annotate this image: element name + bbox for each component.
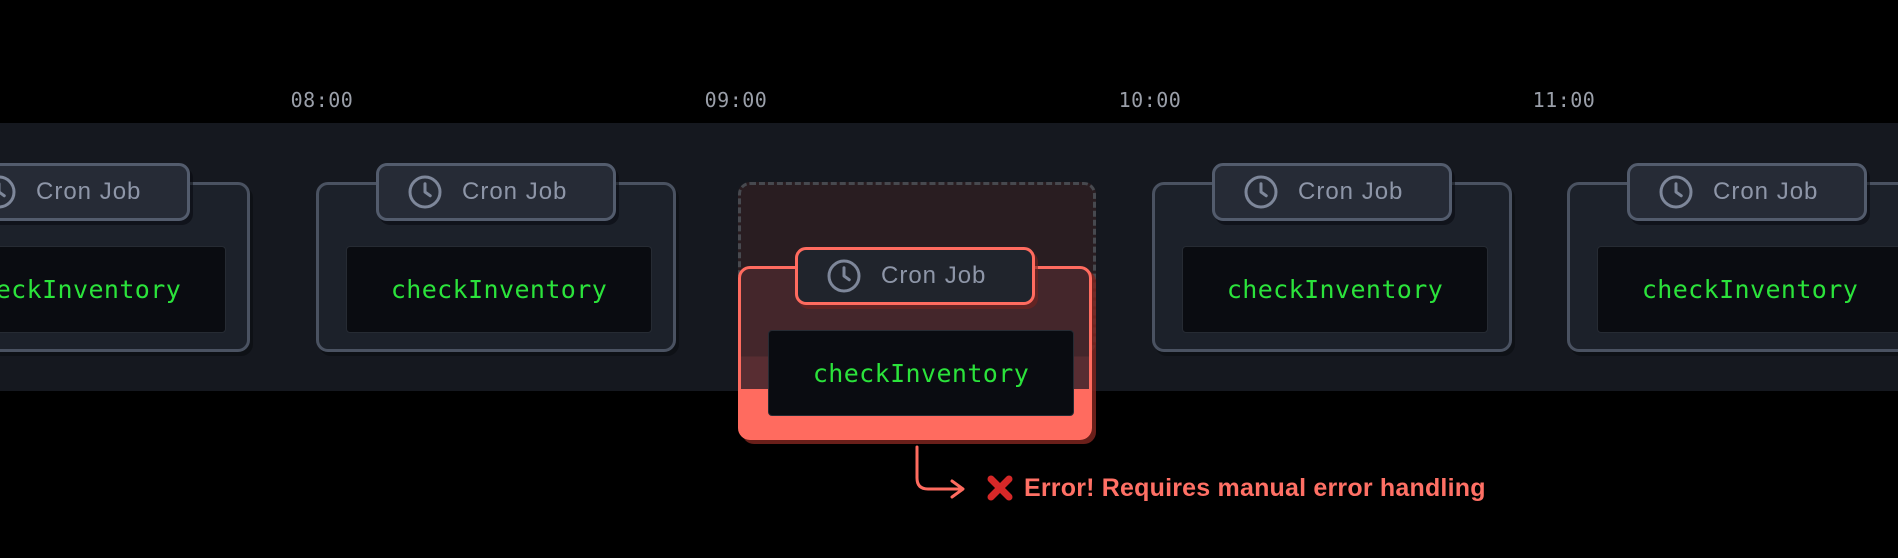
cron-job-badge: Cron Job xyxy=(1627,163,1867,221)
cron-function-name: checkInventory xyxy=(0,275,182,304)
cron-job-card: Cron Job checkInventory xyxy=(1567,163,1898,352)
cron-job-badge: Cron Job xyxy=(376,163,616,221)
cron-function-name: checkInventory xyxy=(812,358,1030,388)
clock-icon xyxy=(827,259,861,293)
clock-icon xyxy=(408,175,442,209)
code-box: checkInventory xyxy=(1182,246,1488,333)
cron-function-name: checkInventory xyxy=(1641,275,1859,304)
cron-job-badge: Cron Job xyxy=(0,163,190,221)
cron-job-badge-label: Cron Job xyxy=(462,178,568,205)
error-annotation-text: Error! Requires manual error handling xyxy=(1024,474,1486,502)
elbow-arrow-icon xyxy=(915,445,965,499)
time-label-0900: 09:00 xyxy=(704,88,768,112)
cron-job-card-error: Cron Job checkInventory xyxy=(738,247,1092,440)
cron-job-card: Cron Job checkInventory xyxy=(316,163,676,352)
cron-job-badge-label: Cron Job xyxy=(881,262,987,289)
code-box: checkInventory xyxy=(0,246,226,333)
cron-job-badge-label: Cron Job xyxy=(1713,178,1819,205)
cron-job-card: Cron Job checkInventory xyxy=(0,163,250,352)
cron-function-name: checkInventory xyxy=(1226,275,1444,304)
time-label-1100: 11:00 xyxy=(1532,88,1596,112)
cron-function-name: checkInventory xyxy=(390,275,608,304)
clock-icon xyxy=(1659,175,1693,209)
code-box: checkInventory xyxy=(346,246,652,333)
cron-job-badge-label: Cron Job xyxy=(1298,178,1404,205)
code-box: checkInventory xyxy=(1597,246,1898,333)
clock-icon xyxy=(0,175,16,209)
time-label-0800: 08:00 xyxy=(290,88,354,112)
cross-mark-icon xyxy=(987,475,1013,501)
code-box: checkInventory xyxy=(768,330,1074,416)
cron-job-badge-label: Cron Job xyxy=(36,178,142,205)
time-label-1000: 10:00 xyxy=(1118,88,1182,112)
cron-job-badge: Cron Job xyxy=(795,247,1035,305)
cron-job-card: Cron Job checkInventory xyxy=(1152,163,1512,352)
cron-job-badge: Cron Job xyxy=(1212,163,1452,221)
clock-icon xyxy=(1244,175,1278,209)
